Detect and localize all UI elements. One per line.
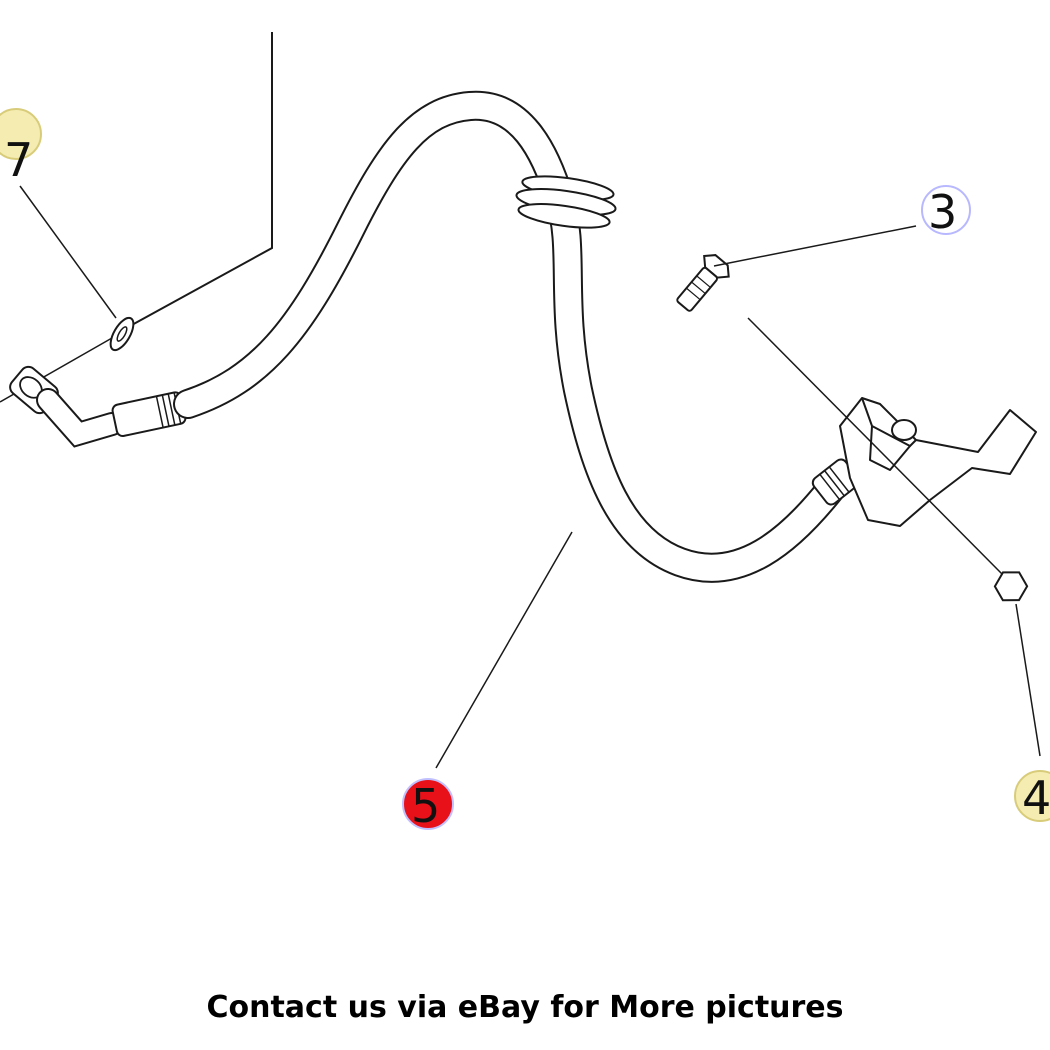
- bolt-3: [676, 254, 730, 312]
- callout-3-label: 3: [928, 185, 957, 239]
- callout-4-label: 4: [1022, 771, 1050, 825]
- leader-7: [19, 185, 117, 319]
- leader-5: [435, 531, 573, 769]
- hose-grommet: [515, 175, 617, 229]
- leader-3: [713, 225, 917, 267]
- callout-3-circle: [921, 185, 971, 235]
- callout-3[interactable]: 3: [921, 185, 971, 239]
- parts-diagram: 7: [0, 32, 1050, 833]
- callout-7-label: 7: [4, 133, 33, 187]
- mounting-bracket: [839, 397, 1037, 527]
- leader-top: [129, 32, 273, 327]
- washer-7: [109, 316, 135, 352]
- callout-5-label: 5: [411, 779, 440, 833]
- hose-assembly-5: [9, 90, 861, 583]
- callout-5[interactable]: 5: [402, 778, 454, 833]
- crimp-ferrule-left: [111, 391, 187, 438]
- leader-4: [1015, 603, 1041, 757]
- callout-7-circle: [0, 108, 42, 160]
- contact-footer: Contact us via eBay for More pictures: [206, 990, 844, 1025]
- leader-bolt-axis: [747, 317, 1007, 579]
- callout-5-circle: [402, 778, 454, 830]
- callout-7[interactable]: 7: [0, 108, 42, 187]
- nut-4: [993, 571, 1029, 602]
- callout-4[interactable]: 4: [1014, 770, 1050, 825]
- callout-4-circle: [1014, 770, 1050, 822]
